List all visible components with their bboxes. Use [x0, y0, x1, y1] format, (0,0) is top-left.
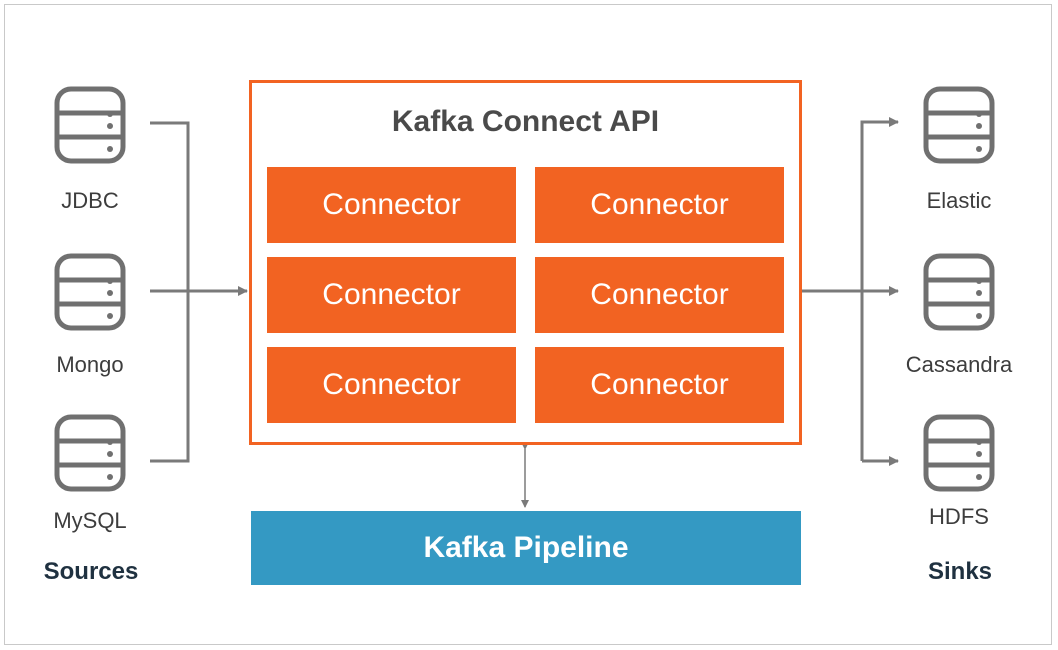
sink-label-elastic: Elastic: [926, 188, 992, 213]
connector-block: Connector: [267, 257, 516, 333]
sink-label-hdfs: HDFS: [929, 504, 989, 529]
source-label-jdbc: JDBC: [61, 188, 119, 213]
diagram-frame: [4, 4, 1052, 645]
database-icon: [923, 253, 995, 331]
database-icon: [54, 86, 126, 164]
database-icon: [54, 253, 126, 331]
sources-heading: Sources: [43, 558, 139, 585]
database-icon: [923, 86, 995, 164]
connector-block: Connector: [535, 167, 784, 243]
source-label-mysql: MySQL: [53, 508, 127, 533]
connector-block: Connector: [535, 257, 784, 333]
connector-block: Connector: [267, 347, 516, 423]
sink-label-cassandra: Cassandra: [905, 352, 1013, 377]
api-title: Kafka Connect API: [391, 105, 660, 138]
source-label-mongo: Mongo: [56, 352, 124, 377]
database-icon: [54, 414, 126, 492]
connector-block: Connector: [535, 347, 784, 423]
kafka-pipeline-box: Kafka Pipeline: [251, 511, 801, 585]
database-icon: [923, 414, 995, 492]
sinks-heading: Sinks: [927, 558, 993, 585]
connector-block: Connector: [267, 167, 516, 243]
